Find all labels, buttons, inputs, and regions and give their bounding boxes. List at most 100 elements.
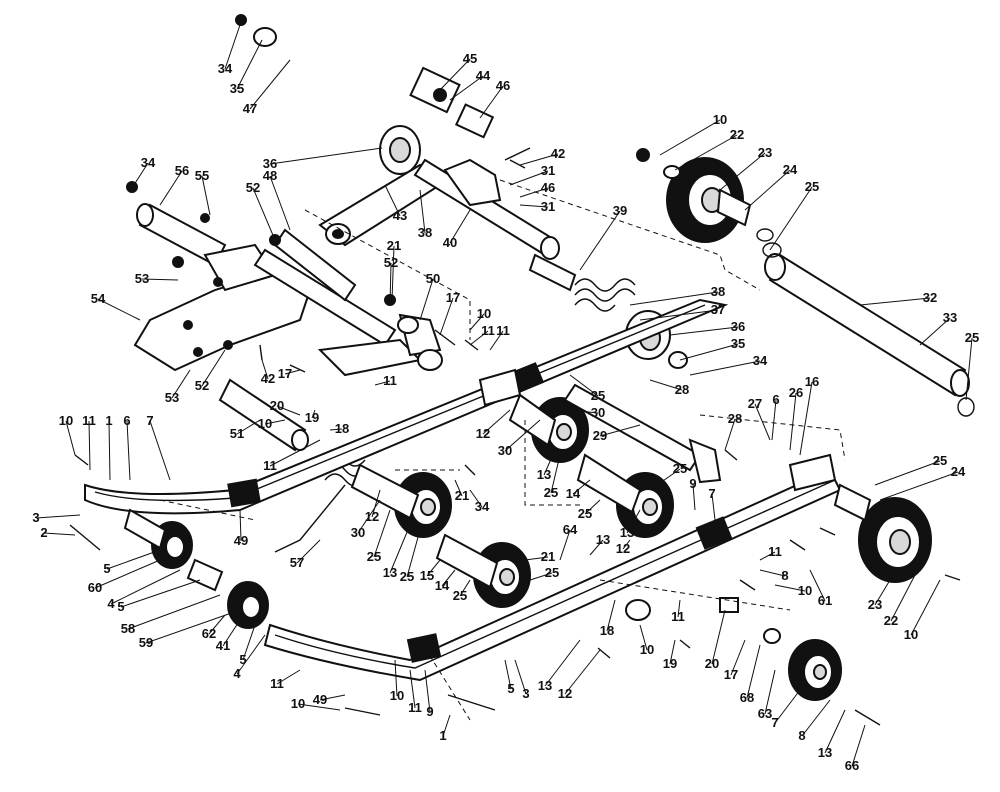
callout-leader-line	[774, 584, 806, 592]
callout-number: 22	[884, 613, 898, 628]
callout-number: 34	[753, 353, 768, 368]
callout-leader-line	[311, 409, 316, 419]
callout-11: 11	[82, 413, 96, 471]
callout-56: 56	[159, 163, 189, 206]
callout-number: 11	[671, 609, 685, 624]
callout-leader-line	[127, 594, 221, 630]
callout-1: 1	[105, 413, 113, 481]
callout-leader-line	[669, 326, 739, 336]
callout-leader-line	[639, 624, 648, 651]
callout-leader-line	[559, 529, 571, 561]
callout-leader-line	[284, 369, 301, 375]
callout-21: 21	[454, 479, 469, 503]
callout-leader-line	[774, 689, 801, 724]
callout-10: 10	[774, 583, 812, 598]
callout-leader-line	[97, 298, 141, 321]
callout-leader-line	[569, 374, 599, 397]
callout-number: 52	[195, 378, 209, 393]
callout-49: 49	[313, 692, 346, 707]
front-shaft-56	[126, 181, 227, 267]
callout-number: 63	[758, 706, 772, 721]
callout-leader-line	[851, 724, 866, 767]
callout-leader-line	[759, 569, 786, 577]
callout-leader-line	[589, 539, 604, 556]
callout-34: 34	[131, 155, 156, 189]
callout-11: 11	[759, 544, 782, 561]
callout-number: 34	[141, 155, 156, 170]
callout-number: 48	[263, 168, 277, 183]
callout-number: 11	[481, 323, 495, 338]
callout-leader-line	[236, 419, 261, 435]
callout-25: 25	[569, 374, 605, 403]
callout-number: 13	[818, 745, 832, 760]
callout-leader-line	[529, 572, 553, 581]
callout-leader-line	[357, 499, 381, 534]
callout-number: 30	[351, 525, 365, 540]
callout-leader-line	[859, 297, 931, 306]
callout-20: 20	[705, 609, 726, 671]
callout-number: 47	[243, 101, 257, 116]
callout-22: 22	[674, 127, 744, 171]
callout-number: 20	[705, 656, 719, 671]
callout-number: 50	[426, 271, 440, 286]
callout-leader-line	[689, 360, 761, 376]
callout-number: 56	[175, 163, 189, 178]
callout-13: 13	[538, 639, 581, 693]
idler-wheel-13-d	[435, 533, 531, 608]
callout-leader-line	[159, 170, 183, 206]
callout-leader-line	[469, 313, 485, 331]
callout-number: 55	[195, 168, 209, 183]
callout-leader-line	[424, 669, 431, 713]
callout-number: 21	[387, 238, 401, 253]
callout-leader-line	[519, 204, 549, 208]
callout-number: 11	[496, 323, 510, 338]
callout-35: 35	[230, 39, 263, 96]
callout-leader-line	[919, 317, 951, 346]
callout-53: 53	[165, 369, 191, 405]
callout-leader-line	[509, 170, 549, 186]
callout-leader-line	[252, 187, 276, 241]
callout-number: 25	[367, 549, 381, 564]
callout-28: 28	[649, 379, 689, 397]
callout-leader-line	[599, 424, 641, 437]
callout-leader-line	[201, 349, 226, 387]
callout-number: 8	[798, 728, 805, 743]
callout-number: 6	[123, 413, 130, 428]
callout-leader-line	[439, 297, 454, 336]
callout-33: 33	[919, 310, 957, 346]
callout-leader-line	[106, 549, 161, 570]
callout-leader-line	[394, 659, 398, 697]
callout-24: 24	[879, 464, 966, 501]
callout-number: 36	[263, 156, 277, 171]
callout-19: 19	[305, 409, 319, 425]
callout-31: 31	[519, 199, 555, 214]
callout-number: 32	[923, 290, 937, 305]
callout-21: 21	[524, 549, 555, 564]
callout-28: 28	[724, 411, 742, 451]
callout-leader-line	[659, 119, 721, 156]
callout-11: 11	[374, 373, 397, 388]
callout-number: 17	[446, 290, 460, 305]
spacer-39	[528, 253, 577, 292]
callout-8: 8	[798, 699, 831, 743]
callout-leader-line	[874, 579, 891, 606]
callout-leader-line	[801, 699, 831, 737]
callout-leader-line	[677, 599, 681, 618]
callout-number: 18	[335, 421, 349, 436]
callout-10: 10	[59, 413, 76, 456]
callout-leader-line	[329, 428, 343, 431]
callout-30: 30	[498, 419, 541, 458]
callout-number: 64	[563, 522, 578, 537]
callout-number: 10	[798, 583, 812, 598]
callout-53: 53	[135, 271, 179, 286]
callout-leader-line	[606, 599, 616, 632]
callout-leader-line	[514, 659, 527, 695]
callout-leader-line	[469, 330, 489, 346]
callout-number: 58	[121, 621, 135, 636]
callout-number: 25	[453, 588, 467, 603]
callout-47: 47	[243, 59, 291, 116]
callout-number: 35	[731, 336, 745, 351]
callout-leader-line	[426, 559, 441, 577]
callout-number: 25	[673, 461, 687, 476]
callout-46: 46	[479, 78, 510, 119]
